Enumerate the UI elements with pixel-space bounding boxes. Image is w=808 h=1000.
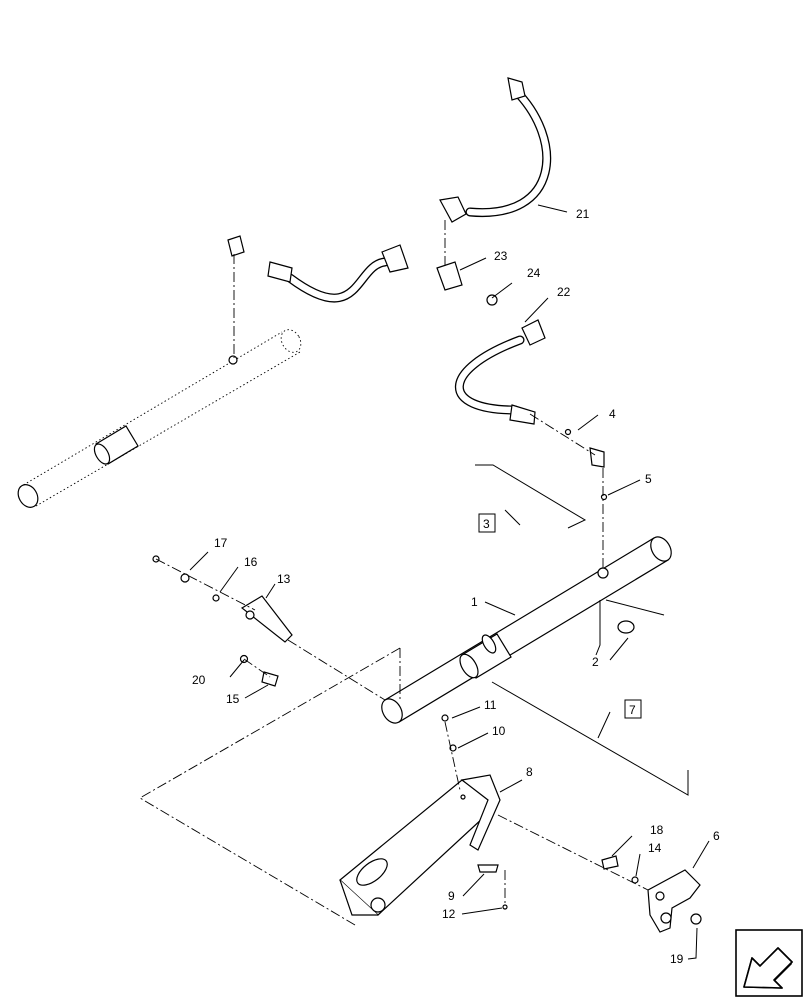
callout-12: 12 (442, 907, 456, 921)
callout-22: 22 (557, 285, 571, 299)
callout-1: 1 (471, 595, 478, 609)
callout-2: 2 (592, 655, 599, 669)
arrow-navigation-icon[interactable] (735, 929, 803, 997)
callout-box-7 (624, 699, 642, 719)
bracket-6 (647, 869, 701, 933)
callout-15: 15 (226, 692, 240, 706)
callout-23: 23 (494, 249, 508, 263)
callout-3: 3 (483, 517, 490, 531)
callout-6: 6 (713, 829, 720, 843)
alignment-lines (139, 220, 649, 926)
callout-19: 19 (670, 952, 684, 966)
callout-14: 14 (648, 841, 662, 855)
callout-20: 20 (192, 673, 206, 687)
callout-box-3 (478, 513, 496, 533)
callout-5: 5 (645, 472, 652, 486)
callout-17: 17 (214, 536, 228, 550)
callout-4: 4 (609, 407, 616, 421)
callout-9: 9 (448, 889, 455, 903)
arm-8 (339, 774, 501, 916)
callout-18: 18 (650, 823, 664, 837)
reference-cylinder-upper (17, 329, 302, 508)
callout-labels: 1 2 3 4 5 6 7 8 9 10 11 12 13 14 15 16 1… (192, 207, 720, 966)
callout-16: 16 (244, 555, 258, 569)
callout-7: 7 (629, 703, 636, 717)
callout-10: 10 (492, 724, 506, 738)
cylinder-1 (381, 536, 672, 724)
hoses (227, 77, 608, 501)
callout-8: 8 (526, 765, 533, 779)
callout-11: 11 (484, 698, 497, 712)
reference-frames (475, 464, 689, 796)
callout-24: 24 (527, 266, 541, 280)
callout-13: 13 (277, 572, 291, 586)
leader-lines (189, 204, 710, 960)
callout-21: 21 (576, 207, 590, 221)
